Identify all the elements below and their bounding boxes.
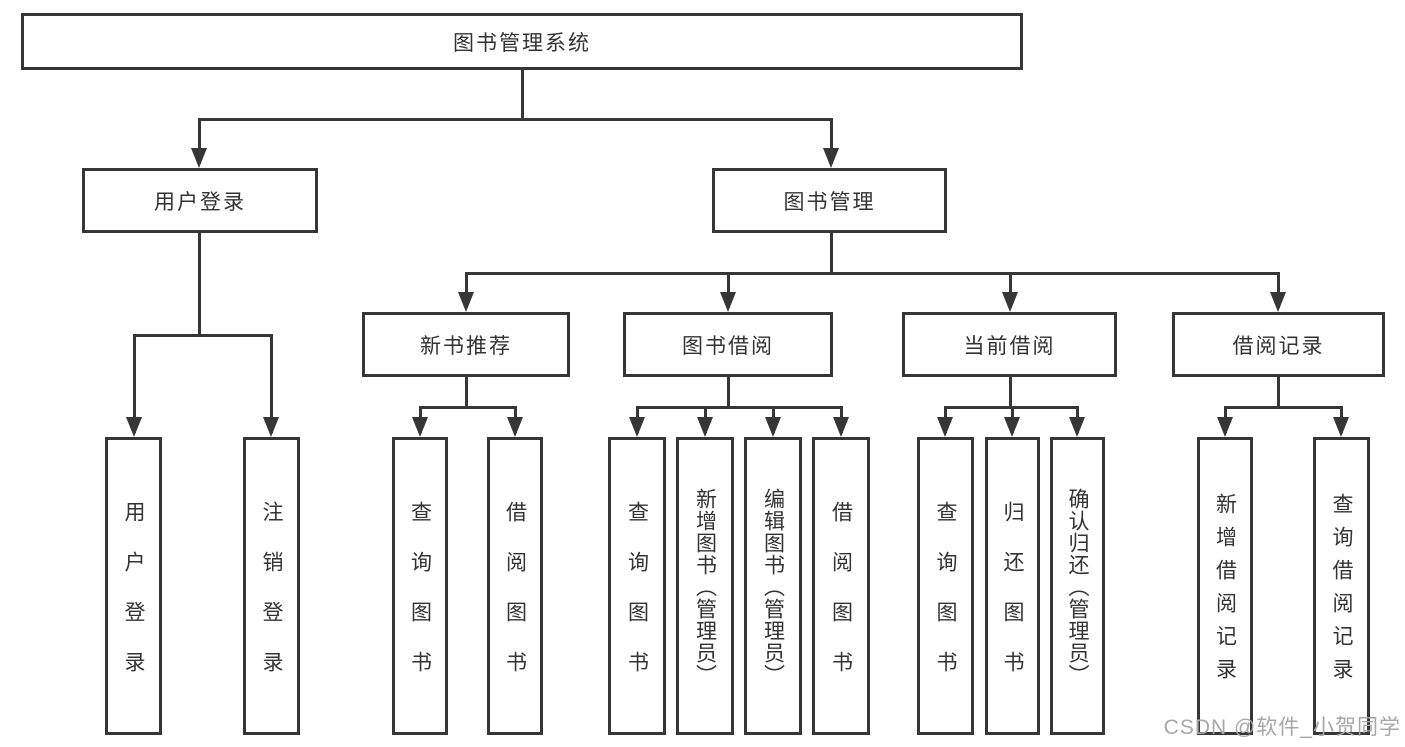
arrowhead-down-icon-root-1 [823,148,839,168]
connector-stem-book-management [830,233,833,273]
node-label-root: 图书管理系统 [453,31,591,55]
node-leaf-user-login: 用户登录 [105,437,162,735]
connector-drop-root-0 [198,119,201,164]
connector-drop-book-management-3 [1277,273,1280,308]
node-leaf-add-borrow-record: 新增借阅记录 [1197,437,1253,735]
connector-bar-borrowing-records [1224,406,1343,409]
connector-drop-user-login-0 [133,335,136,433]
connector-stem-new-book-recommend [465,377,468,407]
node-leaf-add-book-admin: 新增图书（管理员） [676,437,734,735]
connector-drop-book-management-0 [465,273,468,308]
arrowhead-down-icon-current-borrowing-0 [937,417,953,437]
node-root: 图书管理系统 [21,13,1023,70]
connector-drop-book-management-1 [727,273,730,308]
node-leaf-query-book-recommend: 查询图书 [392,437,448,735]
node-label-current-borrowing: 当前借阅 [963,334,1056,358]
node-current-borrowing: 当前借阅 [902,312,1117,377]
node-label-user-login: 用户登录 [154,190,246,214]
node-label-leaf-add-book-admin: 新增图书（管理员） [693,487,717,686]
arrowhead-down-icon-book-borrowing-3 [833,417,849,437]
node-label-leaf-borrow-book-recommend: 借阅图书 [503,500,527,701]
node-book-borrowing: 图书借阅 [623,312,833,377]
node-borrowing-records: 借阅记录 [1172,312,1385,377]
connector-drop-root-1 [830,119,833,164]
arrowhead-down-icon-book-management-0 [458,292,474,312]
node-leaf-query-book-borrowing: 查询图书 [608,437,666,735]
connector-bar-root [198,118,833,121]
arrowhead-down-icon-book-management-1 [720,292,736,312]
arrowhead-down-icon-root-0 [191,148,207,168]
connector-stem-book-borrowing [727,377,730,407]
connector-bar-user-login [133,334,273,337]
arrowhead-down-icon-book-borrowing-1 [697,417,713,437]
connector-stem-root [521,70,524,119]
connector-drop-user-login-1 [270,335,273,433]
arrowhead-down-icon-borrowing-records-0 [1217,417,1233,437]
node-leaf-return-book: 归还图书 [985,437,1040,735]
connector-stem-user-login [198,233,201,335]
arrowhead-down-icon-book-management-2 [1002,292,1018,312]
connector-stem-current-borrowing [1009,377,1012,407]
connector-drop-book-management-2 [1009,273,1012,308]
arrowhead-down-icon-user-login-1 [263,417,279,437]
node-label-leaf-query-book-current: 查询图书 [934,500,957,701]
arrowhead-down-icon-current-borrowing-1 [1004,417,1020,437]
node-user-login: 用户登录 [82,168,318,233]
node-leaf-query-borrow-record: 查询借阅记录 [1313,437,1370,735]
node-label-leaf-query-book-borrowing: 查询图书 [625,500,649,701]
arrowhead-down-icon-new-book-recommend-0 [412,417,428,437]
node-label-leaf-return-book: 归还图书 [1001,500,1024,701]
node-label-leaf-query-book-recommend: 查询图书 [408,500,432,701]
node-label-leaf-add-borrow-record: 新增借阅记录 [1213,493,1237,691]
node-leaf-confirm-return-admin: 确认归还（管理员） [1050,437,1105,735]
node-leaf-edit-book-admin: 编辑图书（管理员） [744,437,802,735]
node-label-leaf-edit-book-admin: 编辑图书（管理员） [761,487,785,686]
node-leaf-logout: 注销登录 [243,437,300,735]
node-label-borrowing-records: 借阅记录 [1232,334,1325,358]
arrowhead-down-icon-book-management-3 [1270,292,1286,312]
arrowhead-down-icon-current-borrowing-2 [1069,417,1085,437]
node-leaf-query-book-current: 查询图书 [917,437,974,735]
node-leaf-borrow-book-borrowing: 借阅图书 [812,437,870,735]
watermark: CSDN @软件_小贺同学 [1163,716,1401,739]
arrowhead-down-icon-book-borrowing-0 [629,417,645,437]
arrowhead-down-icon-book-borrowing-2 [765,417,781,437]
node-label-book-management: 图书管理 [783,190,876,214]
arrowhead-down-icon-user-login-0 [126,417,142,437]
node-label-leaf-query-borrow-record: 查询借阅记录 [1330,493,1353,691]
node-label-leaf-confirm-return-admin: 确认归还（管理员） [1066,487,1089,686]
node-label-leaf-borrow-book-borrowing: 借阅图书 [829,500,853,701]
connector-bar-book-borrowing [636,406,843,409]
connector-stem-borrowing-records [1277,377,1280,407]
node-label-leaf-logout: 注销登录 [260,500,283,701]
connector-bar-new-book-recommend [419,406,517,409]
node-leaf-borrow-book-recommend: 借阅图书 [487,437,543,735]
node-label-new-book-recommend: 新书推荐 [420,334,512,358]
node-label-book-borrowing: 图书借阅 [682,334,774,358]
node-book-management: 图书管理 [712,168,947,233]
arrowhead-down-icon-new-book-recommend-1 [507,417,523,437]
arrowhead-down-icon-borrowing-records-1 [1333,417,1349,437]
node-label-leaf-user-login: 用户登录 [122,500,145,701]
node-new-book-recommend: 新书推荐 [362,312,570,377]
connector-bar-book-management [465,272,1280,275]
